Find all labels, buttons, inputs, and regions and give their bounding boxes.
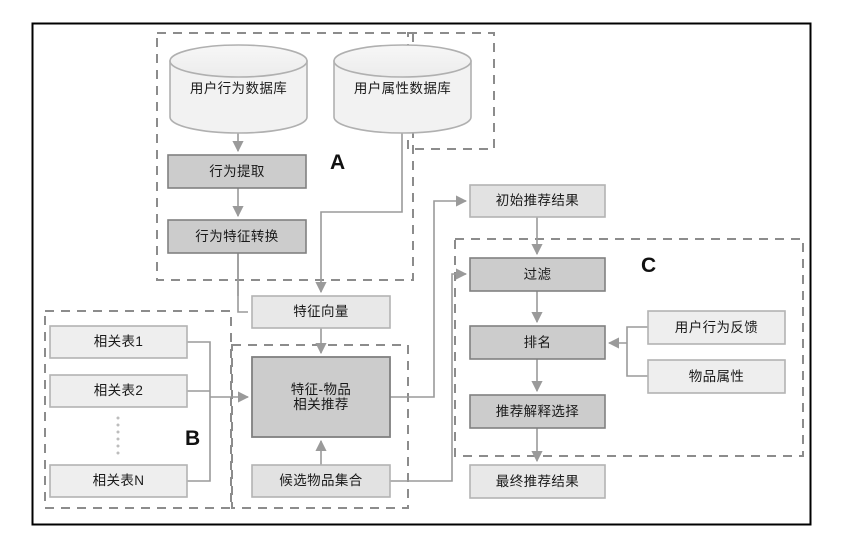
node-feature-item-recommendation[interactable] bbox=[251, 356, 391, 438]
group-box-A-secondary bbox=[407, 32, 495, 150]
group-box-A bbox=[156, 32, 414, 281]
edge-feedback-bus bbox=[626, 326, 648, 343]
node-candidate-item-set[interactable] bbox=[251, 464, 391, 498]
edge-transform-down-into-fv bbox=[237, 253, 248, 313]
group-label-C: C bbox=[641, 254, 657, 277]
node-behavior-feature-transform[interactable] bbox=[167, 219, 307, 254]
node-initial-recommendation-result[interactable] bbox=[469, 184, 606, 218]
vertical-ellipsis-icon bbox=[116, 416, 120, 455]
node-final-recommendation-result[interactable] bbox=[469, 464, 606, 499]
node-item-attribute[interactable] bbox=[647, 359, 786, 394]
outer-frame bbox=[31, 22, 812, 526]
node-related-table-n[interactable] bbox=[49, 464, 188, 498]
node-feature-vector[interactable] bbox=[251, 295, 391, 329]
cylinder-user-behavior-db bbox=[169, 44, 308, 134]
edge-profiledb-down bbox=[315, 133, 403, 294]
group-box-C bbox=[454, 238, 804, 457]
edge-reltable1-bus bbox=[187, 341, 211, 397]
edge-rec-to-initial bbox=[390, 195, 468, 398]
node-filter[interactable] bbox=[469, 257, 606, 292]
edge-itemattr-bus bbox=[626, 343, 648, 377]
group-label-B: B bbox=[185, 427, 201, 450]
cylinder-user-attribute-db bbox=[333, 44, 472, 134]
group-label-A: A bbox=[330, 151, 346, 174]
edge-reltablen-bus bbox=[187, 397, 211, 482]
node-user-behavior-feedback[interactable] bbox=[647, 310, 786, 345]
node-ranking[interactable] bbox=[469, 325, 606, 360]
node-related-table-1[interactable] bbox=[49, 325, 188, 359]
node-related-table-2[interactable] bbox=[49, 374, 188, 408]
edge-candidate-to-filter bbox=[390, 268, 468, 482]
node-recommendation-explanation-selection[interactable] bbox=[469, 394, 606, 429]
node-behavior-extraction[interactable] bbox=[167, 154, 307, 189]
connector-layer bbox=[187, 133, 648, 482]
